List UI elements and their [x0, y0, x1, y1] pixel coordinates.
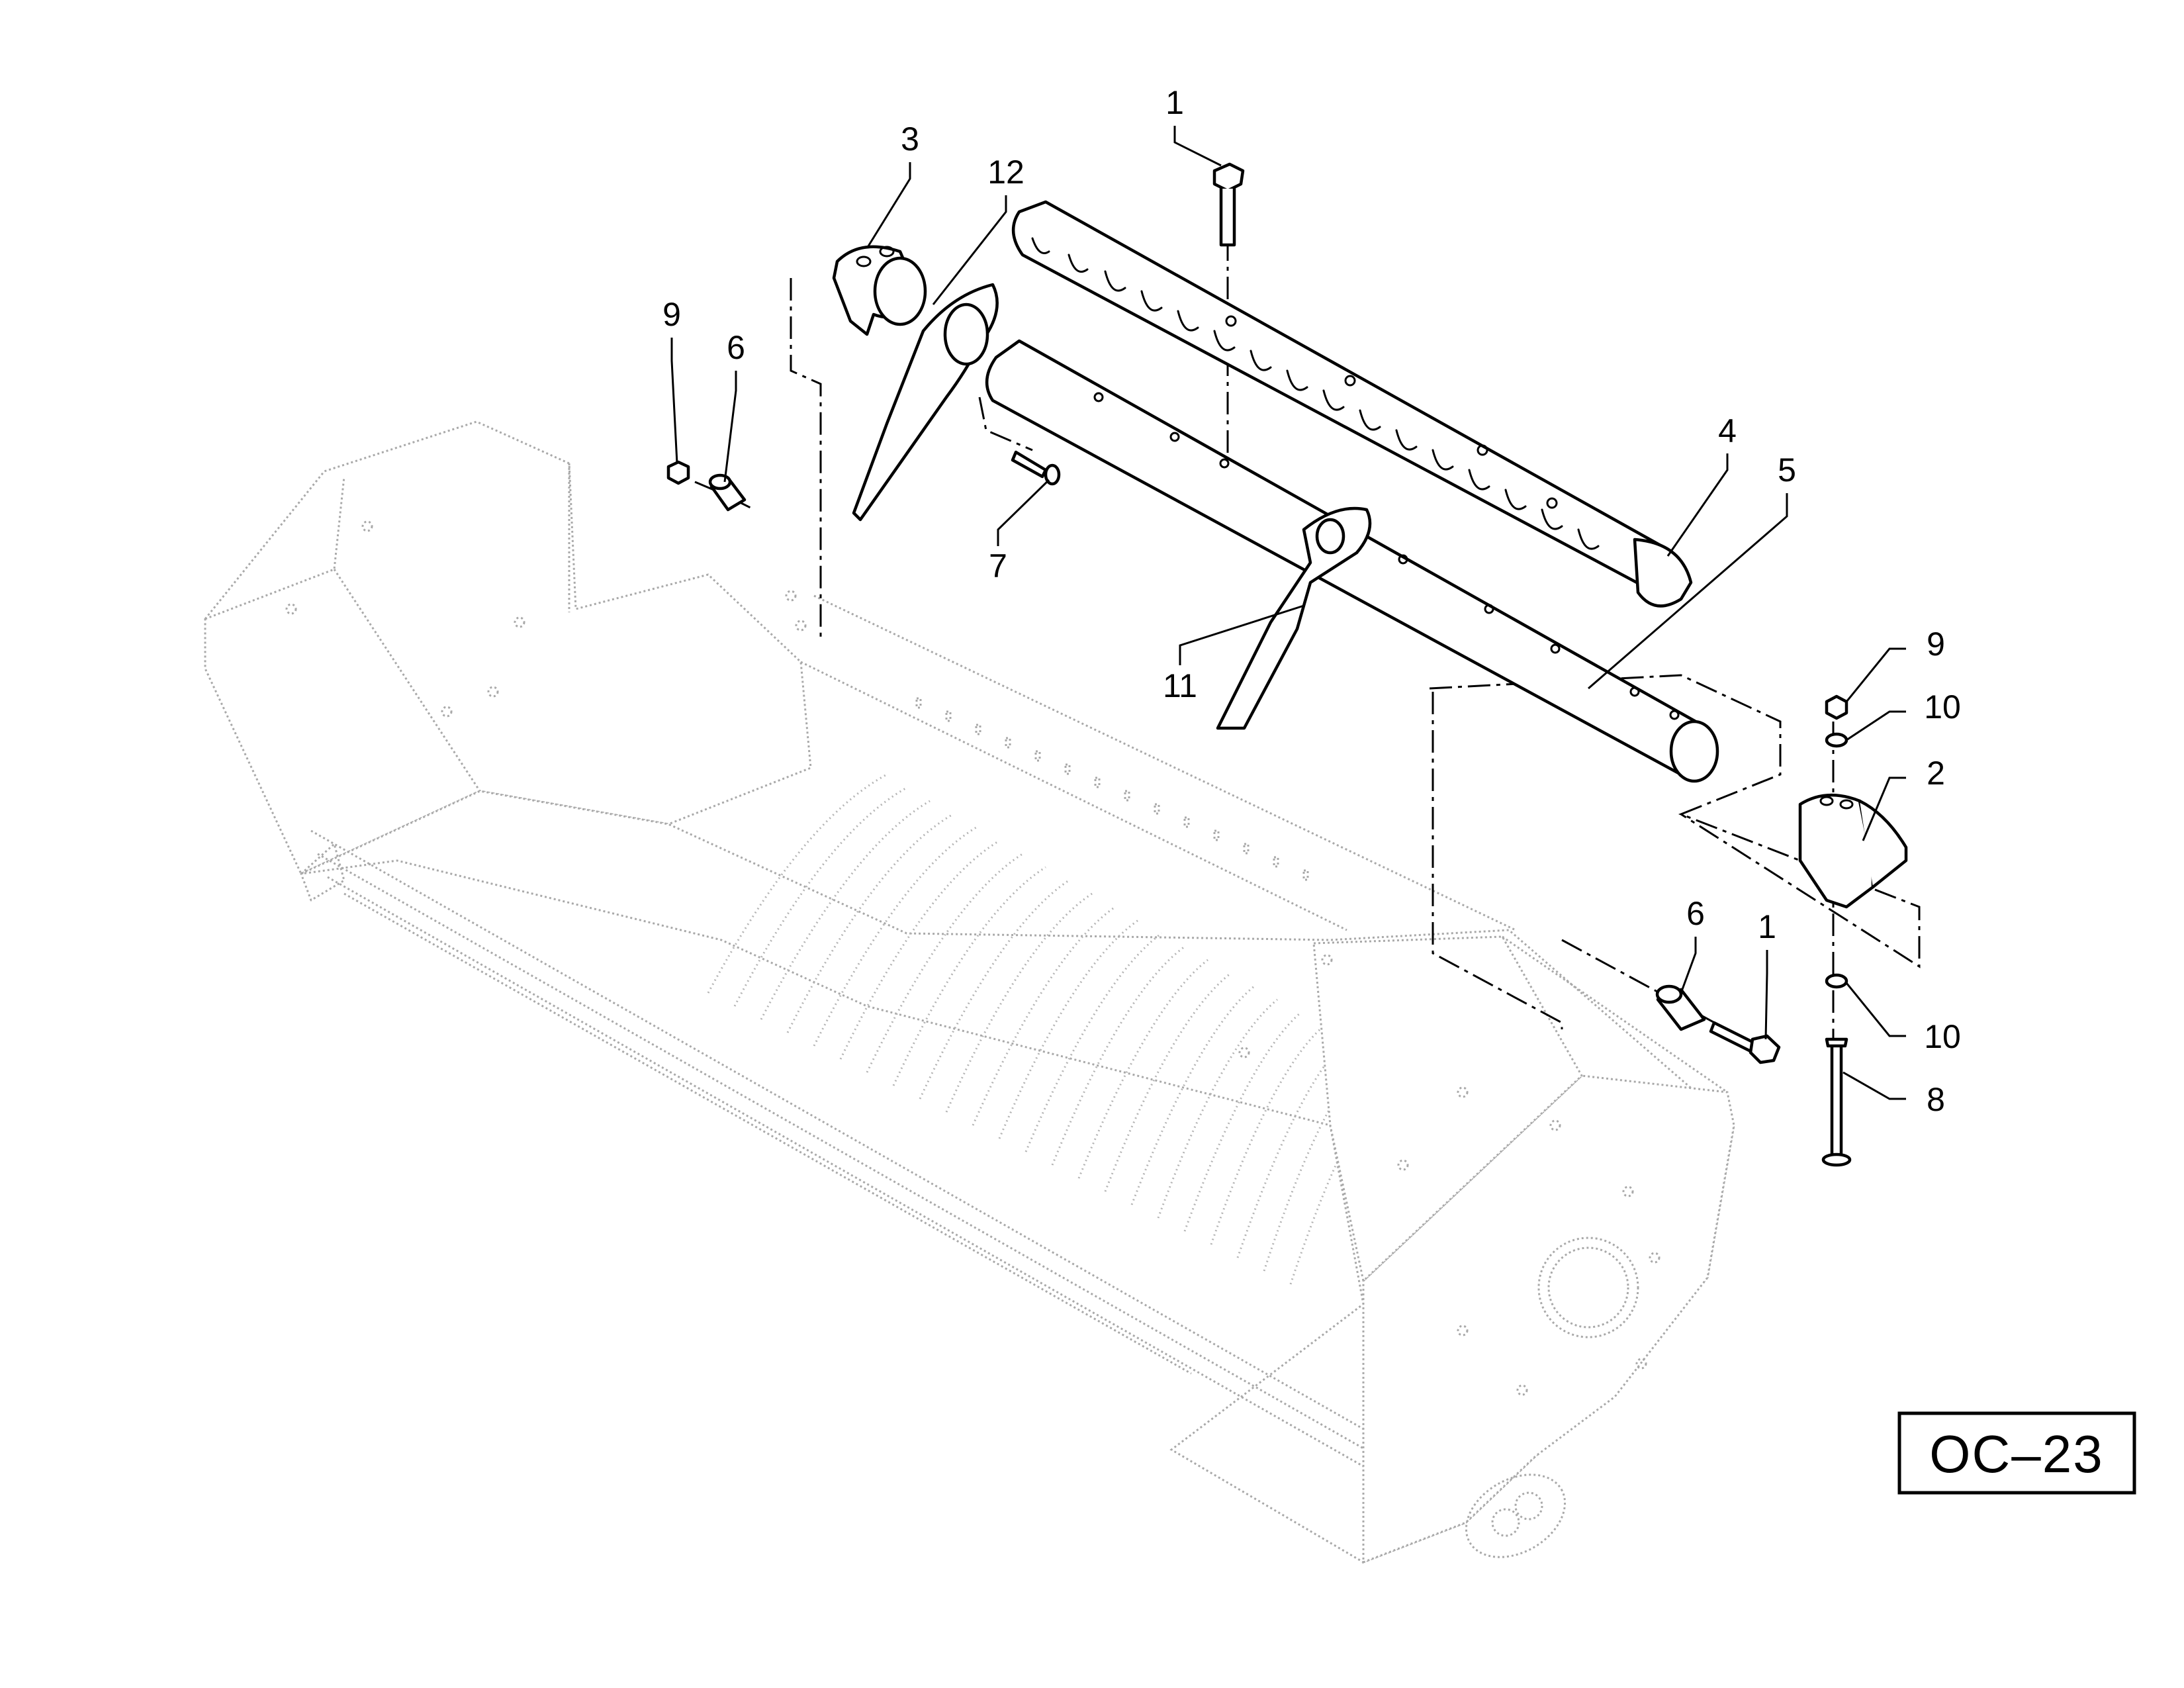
centerline-pin-7	[978, 397, 1033, 451]
part-11-middle-arm	[1216, 506, 1372, 730]
part-2-right-clamp	[1798, 793, 1908, 909]
callout-10-upper: 10	[1924, 688, 1961, 726]
part-8-bolt	[1821, 1037, 1852, 1167]
housing-right-end-plate	[1362, 1074, 1735, 1564]
callout-7: 7	[989, 547, 1007, 585]
callout-6-right: 6	[1686, 895, 1705, 932]
leader-8	[1843, 1071, 1906, 1100]
leader-10a	[1846, 710, 1906, 741]
centerline-right-tube	[1432, 692, 1563, 1029]
leader-11	[1179, 604, 1304, 665]
leader-lines	[670, 126, 1906, 1100]
leader-1b	[1764, 950, 1768, 1040]
assembly-centerlines	[694, 238, 1921, 1139]
part-3-left-clamp	[832, 245, 927, 336]
housing-rail-2	[317, 853, 1384, 1461]
leader-9a	[670, 338, 678, 464]
callout-1-top: 1	[1165, 84, 1184, 121]
part-1-bolt-right	[1709, 1021, 1781, 1064]
leader-10b	[1845, 982, 1906, 1037]
part-9-nut-left	[666, 460, 690, 485]
housing-rail-3	[327, 876, 1387, 1481]
leader-7	[997, 479, 1050, 546]
reference-stamp: OC–23	[1897, 1411, 2136, 1495]
callout-2: 2	[1927, 755, 1945, 792]
callout-4: 4	[1718, 412, 1737, 449]
housing-hub-hole-2	[1514, 1491, 1543, 1521]
reference-stamp-box	[1897, 1411, 2136, 1495]
housing-bearing-hole	[1537, 1237, 1639, 1338]
centerline-left-bracket	[790, 278, 822, 642]
part-10-washer-upper	[1825, 732, 1848, 748]
centerline-right-lower	[1561, 939, 1721, 1027]
part-10-washer-lower	[1825, 973, 1848, 989]
callout-8: 8	[1927, 1081, 1945, 1118]
reference-code: OC–23	[1929, 1425, 2103, 1483]
callout-11: 11	[1163, 667, 1197, 704]
housing-slots	[915, 697, 1309, 881]
housing-bearing-hole-inner	[1547, 1246, 1629, 1329]
part-6-bushing-right	[1655, 984, 1706, 1031]
part-4-slotted-tube	[1011, 200, 1693, 608]
leader-12	[932, 195, 1007, 305]
callout-10-lower: 10	[1924, 1018, 1961, 1055]
part-6-bushing-left	[708, 473, 747, 512]
housing-left-wing-edge	[205, 476, 345, 620]
part-7-pin	[1011, 450, 1061, 486]
leader-9b	[1845, 647, 1906, 702]
housing-hub-hole-1	[1491, 1508, 1520, 1537]
callout-9-left: 9	[662, 296, 681, 333]
housing-left-end	[300, 843, 345, 902]
housing-top-rail-2	[800, 661, 1347, 931]
part-4-slots	[1031, 237, 1600, 550]
callout-12: 12	[987, 154, 1024, 191]
housing-right-block	[1312, 935, 1583, 1283]
callout-6-left: 6	[727, 329, 745, 366]
housing-grate-slats	[707, 773, 1391, 1285]
housing-hub	[1465, 1474, 1567, 1558]
callout-3: 3	[901, 120, 919, 158]
callout-labels: 1 3 12 9 6 4 5 7 11 9 10 2 6 1 10 8	[662, 84, 1961, 1118]
part-1-bolt-top	[1212, 162, 1245, 247]
leader-2	[1862, 776, 1906, 841]
leader-4	[1666, 453, 1729, 557]
housing-right-block-edge	[1502, 935, 1728, 1094]
housing-holes	[285, 520, 1661, 1396]
ghosted-housing	[204, 420, 1735, 1564]
part-12-left-arm	[852, 283, 999, 522]
centerline-right-frame	[1429, 674, 1921, 968]
part-9-nut-right	[1825, 694, 1848, 720]
leader-1a	[1173, 126, 1222, 167]
leader-3	[866, 162, 911, 249]
callout-1-right: 1	[1758, 908, 1776, 945]
leader-6a	[723, 371, 737, 483]
housing-rail-1	[310, 829, 1377, 1438]
leader-6b	[1680, 937, 1697, 994]
housing-rail-4	[343, 892, 1192, 1375]
leader-5	[1588, 493, 1788, 690]
callout-9-right: 9	[1927, 626, 1945, 663]
housing-top-rail	[813, 594, 1516, 931]
callout-5: 5	[1778, 451, 1796, 489]
housing-left-wing	[204, 420, 812, 875]
